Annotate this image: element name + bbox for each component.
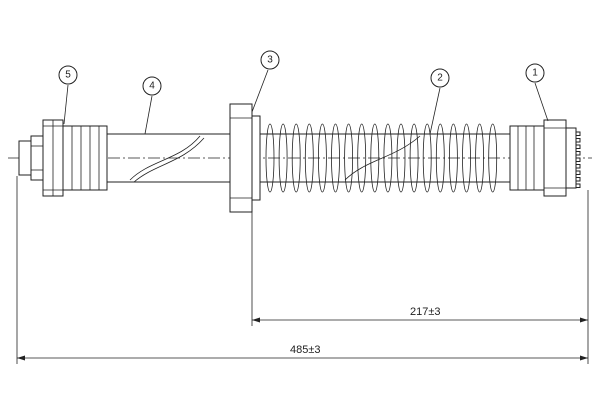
right-end-fitting-part-1 [509,119,581,197]
spring-coil [291,123,301,193]
spring-coil [396,123,406,193]
spring-coil [488,123,498,193]
ferrule-part-5 [62,125,108,191]
callout-4-label: 4 [149,81,155,92]
callout-4: 4 [142,76,162,135]
spring-coil [265,123,275,193]
fitting-tooth [575,164,581,169]
spring-coil [344,123,354,193]
callout-2-label: 2 [437,73,443,84]
dimension-overall-length-label: 485±3 [290,344,321,356]
spring-part-2 [260,123,510,193]
spring-coil [448,123,458,193]
callout-3-label: 3 [267,55,273,66]
dimension-spring-length-label: 217±3 [410,306,441,318]
fitting-tooth [575,151,581,156]
callout-2: 2 [429,68,450,135]
spring-coil [331,123,340,193]
hose-part-4 [107,133,230,183]
callout-1: 1 [525,63,549,122]
callout-5: 5 [58,65,78,125]
fitting-tooth [575,157,581,162]
fitting-tooth [575,144,581,149]
spring-coil [409,123,419,193]
dimension-spring-length: 217±3 [252,306,588,323]
spring-coil [462,123,471,193]
spring-coil [435,123,445,193]
callout-5-label: 5 [65,70,71,81]
callout-1-label: 1 [532,68,538,79]
left-end-fitting [18,119,64,197]
spring-coil [357,123,367,193]
fitting-tooth [575,131,581,136]
spring-coil [422,123,432,193]
fitting-tooth [575,138,581,143]
spring-coil [304,123,314,193]
spring-coil [383,123,393,193]
dimension-overall-length: 485±3 [17,344,588,361]
spring-coil [317,123,327,193]
spring-coil [475,123,485,193]
spring-coil [370,123,380,193]
fitting-tooth [575,170,581,175]
callout-3: 3 [251,50,280,113]
hex-collar-part-3 [229,103,261,213]
fitting-tooth [575,177,581,182]
spring-coil [278,123,288,193]
fitting-tooth [575,183,581,188]
